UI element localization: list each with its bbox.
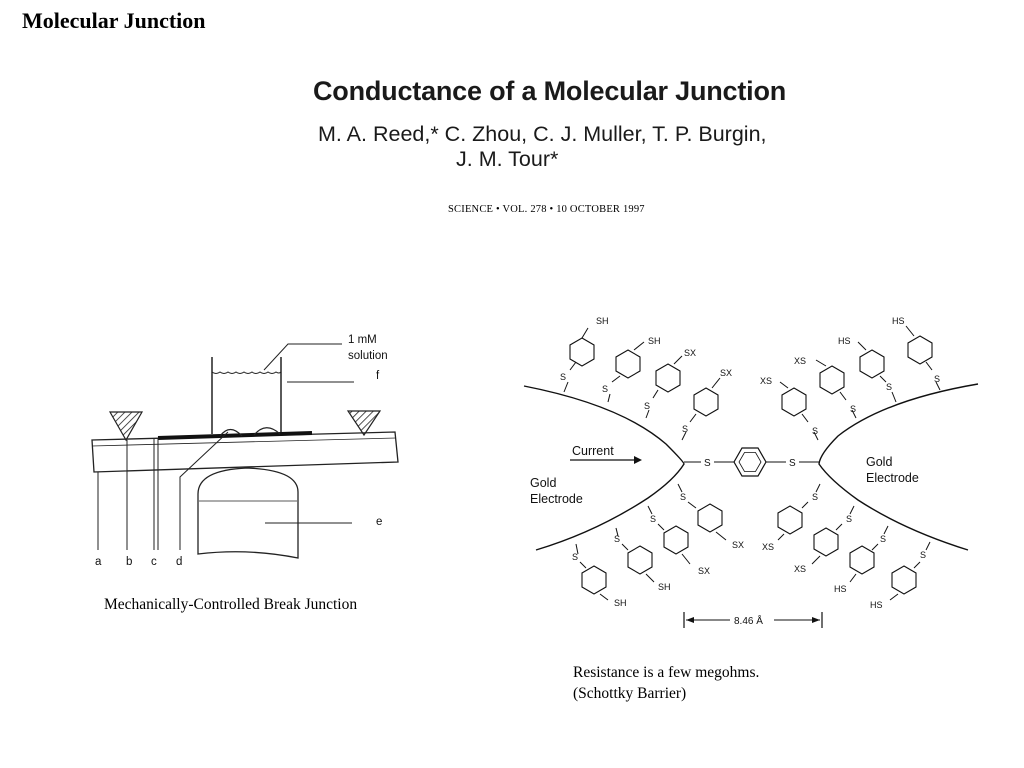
svg-text:S: S: [812, 492, 818, 502]
label-f: f: [376, 370, 380, 382]
right-gold-electrode: [818, 383, 979, 551]
svg-text:SX: SX: [720, 368, 732, 378]
molecule-ul-2: S SH: [602, 336, 661, 403]
svg-text:S: S: [704, 458, 711, 469]
svg-text:S: S: [886, 382, 892, 392]
substrate-bar: [91, 431, 399, 473]
right-electrode-label-1: Gold: [866, 455, 892, 469]
svg-text:XS: XS: [794, 356, 806, 366]
svg-text:S: S: [680, 492, 686, 502]
svg-text:S: S: [560, 372, 566, 382]
label-e: e: [376, 516, 382, 528]
svg-text:S: S: [846, 514, 852, 524]
label-b: b: [126, 556, 132, 568]
distance-scale: 8.46 Å: [683, 612, 823, 628]
solution-surface: [211, 371, 282, 374]
svg-text:S: S: [789, 458, 796, 469]
molecule-lr-2: S HS: [834, 525, 889, 594]
resistance-caption: Resistance is a few megohms.: [573, 664, 760, 681]
label-a: a: [95, 556, 102, 568]
svg-text:SH: SH: [614, 598, 627, 608]
current-label: Current: [572, 444, 614, 458]
svg-text:SH: SH: [658, 582, 671, 592]
distance-label: 8.46 Å: [734, 614, 763, 627]
svg-text:S: S: [572, 552, 578, 562]
push-rod: [197, 467, 299, 559]
break-junction-diagram: 1 mM solution f e a b c d: [91, 334, 399, 568]
svg-text:SX: SX: [684, 348, 696, 358]
svg-text:S: S: [644, 401, 650, 411]
molecule-lr-4: S XS: [762, 483, 821, 552]
electrode-film: [157, 431, 313, 440]
left-electrode-label-2: Electrode: [530, 492, 583, 506]
svg-text:HS: HS: [834, 584, 847, 594]
molecule-ur-1: S HS: [892, 316, 941, 391]
svg-text:HS: HS: [838, 336, 851, 346]
label-solution: solution: [348, 350, 388, 362]
molecule-ll-3: S SX: [647, 505, 710, 576]
svg-text:S: S: [614, 534, 620, 544]
left-electrode-label-1: Gold: [530, 476, 556, 490]
molecule-ul-3: S SX: [644, 348, 696, 419]
molecule-ll-4: S SX: [677, 483, 744, 550]
svg-text:SH: SH: [596, 316, 609, 326]
molecule-ur-2: S HS: [838, 336, 897, 403]
right-support: [346, 410, 382, 437]
molecule-ur-3: S XS: [794, 356, 857, 419]
svg-text:XS: XS: [760, 376, 772, 386]
svg-text:S: S: [682, 424, 688, 434]
svg-text:SX: SX: [698, 566, 710, 576]
label-d: d: [176, 556, 182, 568]
molecule-lr-3: S XS: [794, 505, 855, 574]
svg-text:S: S: [850, 404, 856, 414]
schottky-barrier-caption: (Schottky Barrier): [573, 685, 687, 702]
molecular-junction-diagram: S S Current Gold Electrode Gold Electrod…: [523, 316, 979, 628]
substrate-top-line: [91, 437, 397, 447]
svg-text:S: S: [650, 514, 656, 524]
svg-text:SX: SX: [732, 540, 744, 550]
molecule-ul-4: S SX: [681, 368, 732, 441]
molecule-lr-1: S HS: [870, 541, 931, 610]
journal-citation: SCIENCE • VOL. 278 • 10 OCTOBER 1997: [448, 204, 645, 215]
molecule-ll-2: S SH: [614, 527, 671, 592]
svg-text:HS: HS: [892, 316, 905, 326]
svg-text:SH: SH: [648, 336, 661, 346]
paper-authors-line-2: J. M. Tour*: [456, 147, 559, 171]
right-electrode-label-2: Electrode: [866, 471, 919, 485]
svg-text:XS: XS: [794, 564, 806, 574]
svg-text:S: S: [880, 534, 886, 544]
label-c: c: [151, 556, 157, 568]
left-gold-electrode: [523, 385, 685, 551]
label-1mm: 1 mM: [348, 334, 377, 346]
molecule-ll-1: S SH: [572, 543, 627, 608]
droplet-left: [219, 428, 243, 437]
slide-title: Molecular Junction: [22, 8, 206, 33]
central-benzene-ring: [733, 447, 767, 477]
break-junction-caption: Mechanically-Controlled Break Junction: [104, 596, 358, 613]
svg-text:HS: HS: [870, 600, 883, 610]
paper-title: Conductance of a Molecular Junction: [313, 76, 787, 106]
svg-text:S: S: [934, 374, 940, 384]
left-support: [108, 411, 144, 442]
paper-authors-line-1: M. A. Reed,* C. Zhou, C. J. Muller, T. P…: [318, 122, 767, 146]
svg-text:S: S: [812, 426, 818, 436]
svg-text:S: S: [602, 384, 608, 394]
molecule-ul-1: S SH: [560, 316, 609, 393]
svg-text:S: S: [920, 550, 926, 560]
molecule-ur-4: S XS: [760, 376, 819, 441]
svg-text:XS: XS: [762, 542, 774, 552]
droplet-right: [253, 427, 281, 436]
